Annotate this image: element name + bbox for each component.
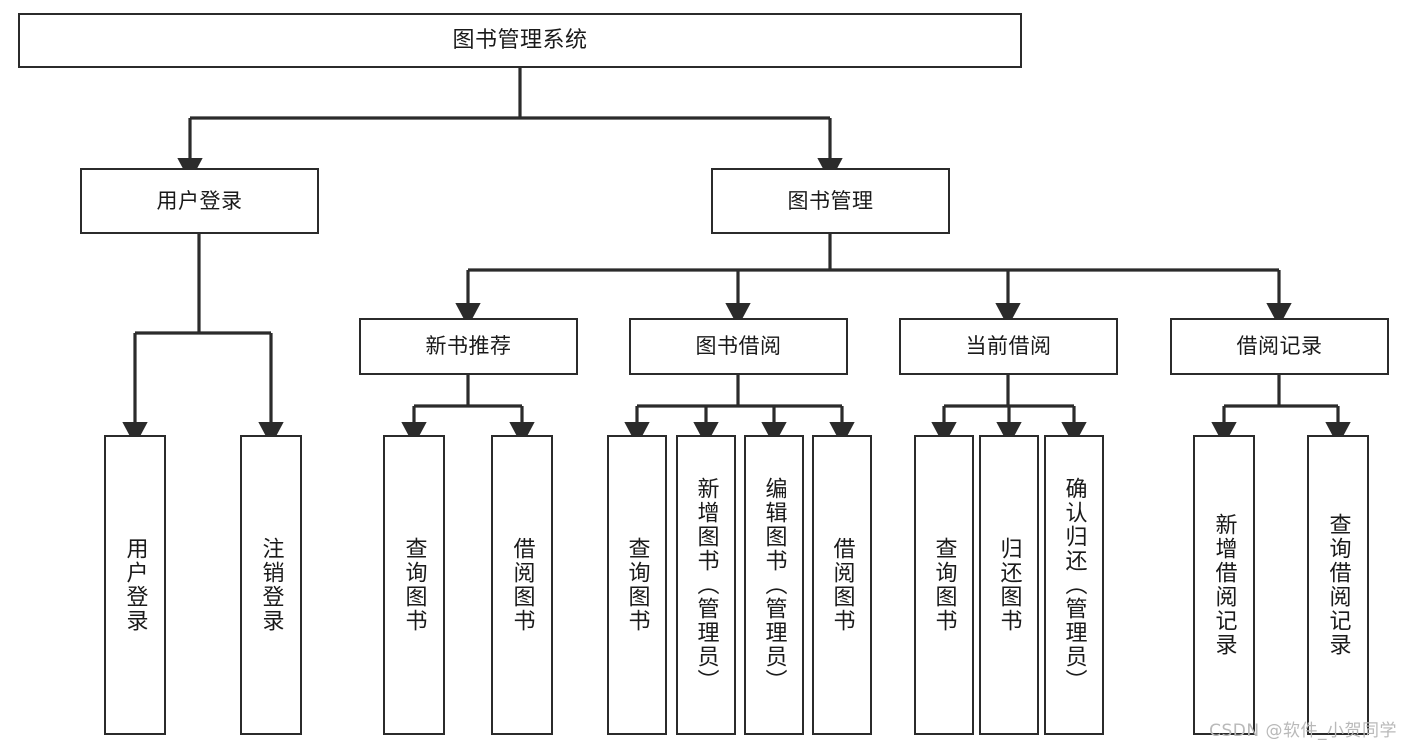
node-book-borrow[interactable]: 图书借阅 xyxy=(629,318,848,375)
leaf-query-book-current[interactable]: 查询图书 xyxy=(914,435,974,735)
node-label: 用户登录 xyxy=(156,188,243,213)
node-label: 确认归还（管理员） xyxy=(1061,477,1087,693)
node-label: 归还图书 xyxy=(996,537,1022,633)
node-label: 编辑图书（管理员） xyxy=(761,477,787,693)
leaf-confirm-return-admin[interactable]: 确认归还（管理员） xyxy=(1044,435,1104,735)
leaf-query-book-recommend[interactable]: 查询图书 xyxy=(383,435,445,735)
node-label: 查询图书 xyxy=(401,537,427,633)
leaf-borrow-book[interactable]: 借阅图书 xyxy=(812,435,872,735)
watermark: CSDN @软件_小贺同学 xyxy=(1209,721,1397,741)
node-label: 用户登录 xyxy=(122,537,148,633)
node-label: 当前借阅 xyxy=(965,334,1052,359)
leaf-return-book[interactable]: 归还图书 xyxy=(979,435,1039,735)
leaf-query-borrow-record[interactable]: 查询借阅记录 xyxy=(1307,435,1369,735)
leaf-edit-book-admin[interactable]: 编辑图书（管理员） xyxy=(744,435,804,735)
leaf-logout-login[interactable]: 注销登录 xyxy=(240,435,302,735)
node-current-borrow[interactable]: 当前借阅 xyxy=(899,318,1118,375)
leaf-query-book-borrow[interactable]: 查询图书 xyxy=(607,435,667,735)
leaf-add-borrow-record[interactable]: 新增借阅记录 xyxy=(1193,435,1255,735)
node-label: 查询图书 xyxy=(624,537,650,633)
node-label: 图书借阅 xyxy=(695,334,782,359)
node-user-login[interactable]: 用户登录 xyxy=(80,168,319,234)
node-new-book-recommend[interactable]: 新书推荐 xyxy=(359,318,578,375)
leaf-add-book-admin[interactable]: 新增图书（管理员） xyxy=(676,435,736,735)
leaf-user-login[interactable]: 用户登录 xyxy=(104,435,166,735)
node-borrow-record[interactable]: 借阅记录 xyxy=(1170,318,1389,375)
node-label: 图书管理系统 xyxy=(452,27,588,53)
node-label: 新增图书（管理员） xyxy=(693,477,719,693)
leaf-borrow-book-recommend[interactable]: 借阅图书 xyxy=(491,435,553,735)
node-label: 查询图书 xyxy=(931,537,957,633)
node-label: 借阅图书 xyxy=(509,537,535,633)
node-label: 新书推荐 xyxy=(425,334,512,359)
node-label: 新增借阅记录 xyxy=(1211,513,1237,657)
node-label: 注销登录 xyxy=(258,537,284,633)
node-label: 查询借阅记录 xyxy=(1325,513,1351,657)
node-root-book-management-system[interactable]: 图书管理系统 xyxy=(18,13,1022,68)
node-label: 图书管理 xyxy=(787,188,874,213)
node-book-manage[interactable]: 图书管理 xyxy=(711,168,950,234)
node-label: 借阅记录 xyxy=(1236,334,1323,359)
node-label: 借阅图书 xyxy=(829,537,855,633)
